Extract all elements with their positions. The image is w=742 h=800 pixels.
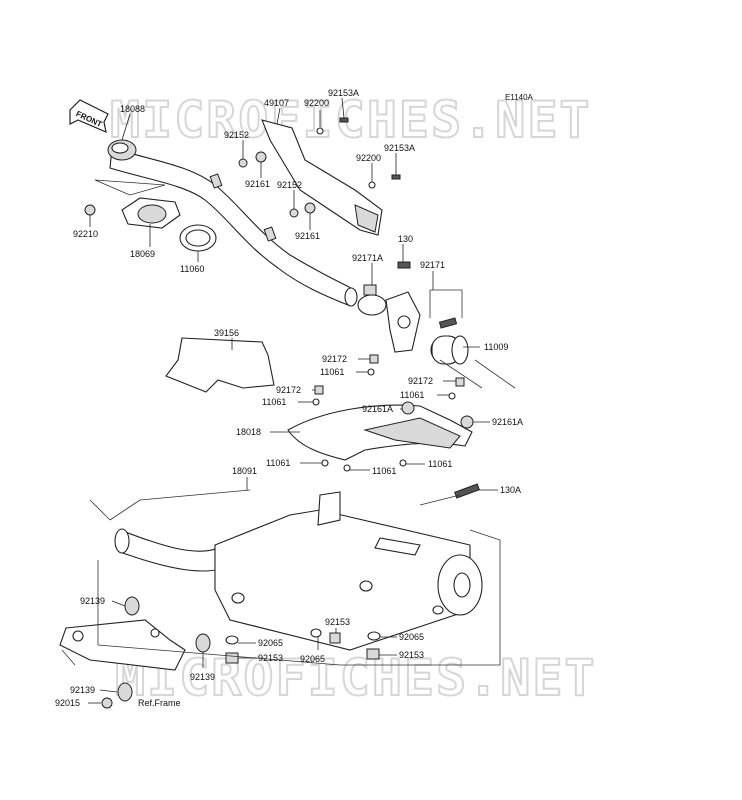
label-92200-a: 92200 — [304, 98, 329, 108]
label-92152-a: 92152 — [224, 130, 249, 140]
collar-92161A-b — [460, 415, 474, 429]
nut-92015 — [101, 697, 113, 709]
label-92172-b: 92172 — [276, 385, 301, 395]
cover-18018 — [287, 404, 473, 461]
nut-92153-a — [225, 652, 239, 664]
diagram-code: E1140A — [505, 93, 534, 102]
grommet-11061-f — [399, 459, 407, 467]
label-92210: 92210 — [73, 229, 98, 239]
label-130: 130 — [398, 234, 413, 244]
damper-92139-c — [117, 682, 133, 702]
label-11061-a: 11061 — [320, 367, 344, 377]
label-11061-b: 11061 — [262, 397, 286, 407]
washer-92065-c — [367, 631, 381, 641]
grommet-11061-d — [321, 459, 329, 467]
damper-92139-a — [124, 596, 140, 616]
label-92200-b: 92200 — [356, 153, 381, 163]
gasket-11009 — [430, 335, 469, 365]
nut-92153-b — [329, 632, 341, 644]
label-92065-b: 92065 — [300, 654, 325, 664]
label-11061-f: 11061 — [428, 459, 452, 469]
ref-frame-bracket — [59, 619, 186, 671]
collar-92161A-a — [401, 401, 415, 415]
label-92153-b: 92153 — [325, 617, 350, 627]
bolt-130A — [454, 483, 480, 499]
label-92153A-b: 92153A — [384, 143, 415, 153]
washer-92065-b — [310, 628, 322, 638]
label-92161A-b: 92161A — [492, 417, 523, 427]
label-92161A-a: 92161A — [362, 404, 393, 414]
label-11061-d: 11061 — [266, 458, 290, 468]
header-flange-18069 — [121, 197, 181, 229]
bolt-92172-c — [455, 377, 465, 387]
label-92139-b: 92139 — [190, 672, 215, 682]
grommet-11061-b — [312, 398, 320, 406]
washer-92200-b — [368, 181, 376, 189]
insulator-39156 — [165, 337, 275, 393]
header-pipe — [109, 147, 358, 307]
label-18091: 18091 — [232, 466, 257, 476]
label-130A: 130A — [500, 485, 521, 495]
label-11061-c: 11061 — [400, 390, 424, 400]
grommet-11061-e — [343, 464, 351, 472]
label-92171: 92171 — [420, 260, 445, 270]
collar-92161-b — [304, 202, 316, 214]
label-92065-c: 92065 — [399, 632, 424, 642]
label-92139-c: 92139 — [70, 685, 95, 695]
label-92153A-a: 92153A — [328, 88, 359, 98]
muffler-18091 — [114, 491, 483, 651]
grommet-11061-a — [367, 368, 375, 376]
label-11061-e: 11061 — [372, 466, 396, 476]
label-92139-a: 92139 — [80, 596, 105, 606]
collar-92161-a — [255, 151, 267, 163]
bolt-92153A-a — [339, 117, 349, 123]
damper-92139-b — [195, 633, 211, 653]
label-92153-c: 92153 — [399, 650, 424, 660]
label-ref-frame: Ref.Frame — [138, 698, 181, 708]
washer-92065-a — [225, 635, 239, 645]
nut-92210 — [84, 204, 96, 216]
clamp-92171 — [385, 291, 421, 353]
gasket-18088 — [107, 139, 137, 161]
label-92065-a: 92065 — [258, 638, 283, 648]
label-18018: 18018 — [236, 427, 261, 437]
label-92015: 92015 — [55, 698, 80, 708]
nut-92152-b — [289, 208, 299, 218]
grommet-11061-c — [448, 392, 456, 400]
label-92161-b: 92161 — [295, 231, 320, 241]
clip-lower — [263, 226, 277, 242]
bolt-92172-b — [314, 385, 324, 395]
label-92171A: 92171A — [352, 253, 383, 263]
watermark-top: MICROFICHES.NET — [110, 91, 592, 149]
front-arrow-icon: FRONT — [69, 99, 109, 134]
clamp-92171A — [357, 284, 387, 316]
gasket-11060 — [179, 224, 217, 252]
label-18069: 18069 — [130, 249, 155, 259]
label-92152-b: 92152 — [277, 180, 302, 190]
nut-92153-c — [366, 648, 380, 660]
label-39156: 39156 — [214, 328, 239, 338]
label-49107: 49107 — [264, 98, 289, 108]
assembly-frame-lines — [61, 179, 516, 666]
label-92161-a: 92161 — [245, 179, 270, 189]
nut-92152-a — [238, 158, 248, 168]
label-18088: 18088 — [120, 104, 145, 114]
watermark-bottom: MICROFICHES.NET — [115, 649, 597, 707]
bolt-92153A-b — [391, 174, 401, 180]
heat-guard-49107 — [261, 119, 383, 236]
washer-92200-a — [316, 127, 324, 135]
leader-lines — [88, 97, 498, 704]
label-92172-a: 92172 — [322, 354, 347, 364]
clip-upper — [209, 173, 223, 189]
bolt-130 — [397, 261, 411, 269]
bolt-92172-a — [369, 354, 379, 364]
label-92153-a: 92153 — [258, 653, 283, 663]
bolt-92171 — [438, 317, 458, 329]
label-11009: 11009 — [484, 342, 508, 352]
label-11060: 11060 — [180, 264, 204, 274]
label-92172-c: 92172 — [408, 376, 433, 386]
